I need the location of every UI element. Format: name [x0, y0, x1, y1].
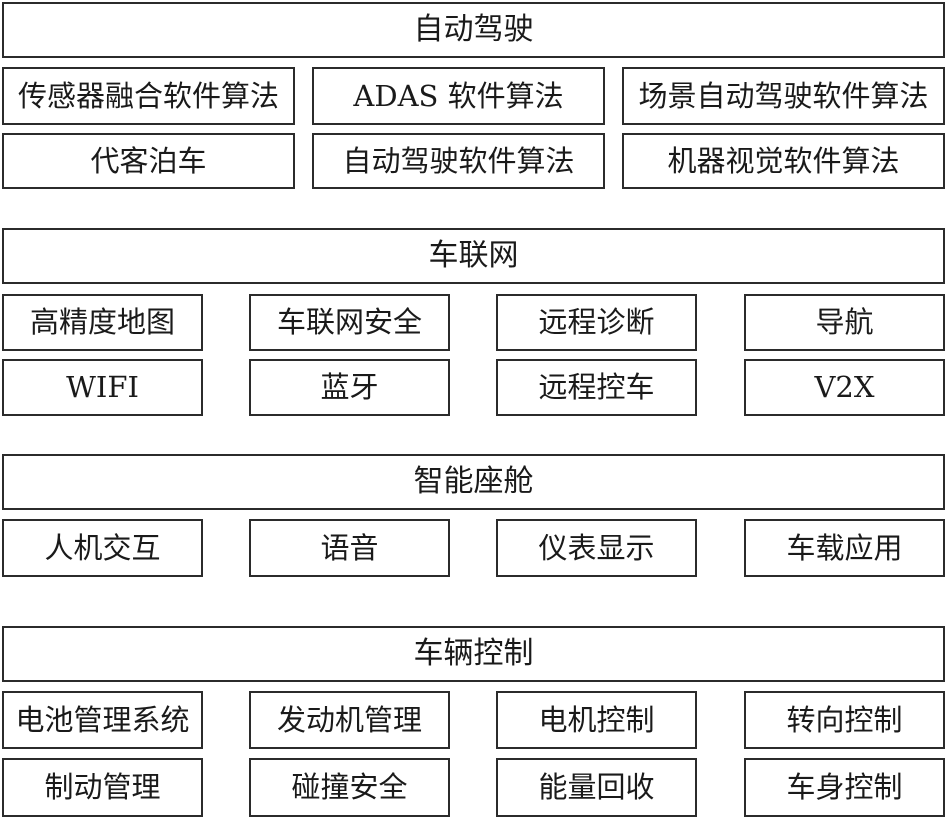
- module-body-control: 车身控制: [744, 758, 945, 817]
- module-battery-management: 电池管理系统: [2, 691, 203, 749]
- module-machine-vision: 机器视觉软件算法: [622, 133, 945, 189]
- module-autonomous-algorithm: 自动驾驶软件算法: [312, 133, 605, 189]
- module-v2x: V2X: [744, 359, 945, 416]
- module-hd-map: 高精度地图: [2, 294, 203, 351]
- module-scenario-autonomous: 场景自动驾驶软件算法: [622, 67, 945, 125]
- module-wifi: WIFI: [2, 359, 203, 416]
- module-crash-safety: 碰撞安全: [249, 758, 450, 817]
- module-v2x-security: 车联网安全: [249, 294, 450, 351]
- module-navigation: 导航: [744, 294, 945, 351]
- module-engine-management: 发动机管理: [249, 691, 450, 749]
- section-header-connected-vehicle: 车联网: [2, 228, 945, 284]
- module-hmi: 人机交互: [2, 519, 203, 577]
- module-motor-control: 电机控制: [496, 691, 697, 749]
- module-steering-control: 转向控制: [744, 691, 945, 749]
- module-remote-control: 远程控车: [496, 359, 697, 416]
- module-brake-management: 制动管理: [2, 758, 203, 817]
- module-sensor-fusion: 传感器融合软件算法: [2, 67, 295, 125]
- module-instrument-display: 仪表显示: [496, 519, 697, 577]
- module-voice: 语音: [249, 519, 450, 577]
- module-bluetooth: 蓝牙: [249, 359, 450, 416]
- module-remote-diagnosis: 远程诊断: [496, 294, 697, 351]
- section-header-smart-cockpit: 智能座舱: [2, 454, 945, 510]
- module-adas: ADAS 软件算法: [312, 67, 605, 125]
- module-valet-parking: 代客泊车: [2, 133, 295, 189]
- module-in-vehicle-apps: 车载应用: [744, 519, 945, 577]
- section-header-vehicle-control: 车辆控制: [2, 626, 945, 682]
- module-energy-recovery: 能量回收: [496, 758, 697, 817]
- section-header-autonomous-driving: 自动驾驶: [2, 2, 945, 58]
